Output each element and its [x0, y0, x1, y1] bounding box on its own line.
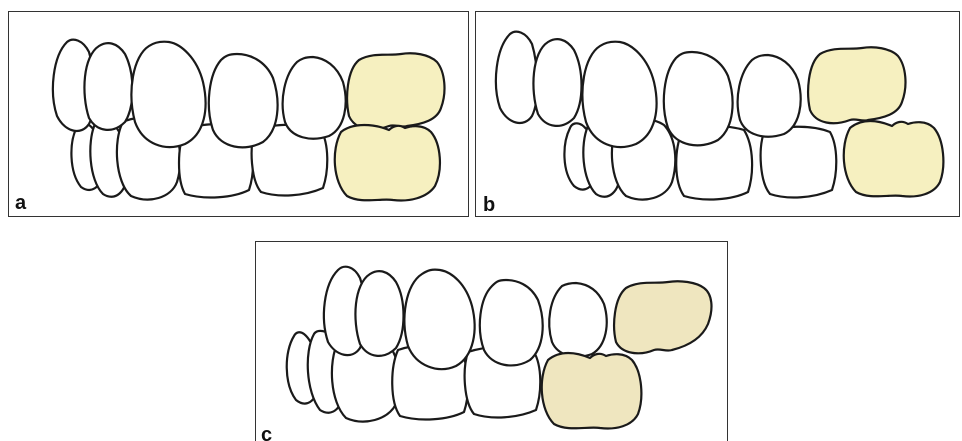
- upper-tooth-1: [496, 32, 537, 123]
- upper-tooth-2: [84, 43, 132, 130]
- panel-a: a: [8, 11, 469, 217]
- panel-label-c: c: [261, 425, 272, 441]
- panel-b: b: [475, 11, 960, 217]
- highlighted-lower-tooth-a: [335, 125, 440, 200]
- panel-c: c: [255, 241, 728, 441]
- panel-label-a: a: [15, 193, 26, 213]
- panel-label-b: b: [483, 195, 495, 215]
- upper-tooth-5: [283, 57, 346, 139]
- upper-tooth-3: [582, 42, 656, 147]
- upper-tooth-2: [355, 271, 403, 356]
- highlighted-lower-tooth-b: [844, 121, 944, 196]
- upper-tooth-5: [549, 283, 606, 357]
- highlighted-lower-tooth-c: [542, 353, 642, 428]
- upper-tooth-4: [664, 52, 733, 145]
- upper-tooth-3: [404, 270, 474, 369]
- dental-arch-diagram-c: [256, 242, 728, 441]
- highlighted-upper-tooth-b: [808, 47, 905, 123]
- upper-tooth-3: [131, 42, 205, 147]
- dental-arch-diagram-a: [9, 12, 469, 217]
- dental-arch-diagram-b: [476, 12, 960, 217]
- upper-tooth-2: [533, 39, 581, 126]
- highlighted-upper-tooth-c: [614, 281, 711, 353]
- upper-tooth-5: [738, 55, 801, 137]
- highlighted-upper-tooth-a: [347, 53, 444, 129]
- upper-tooth-4: [480, 280, 543, 365]
- upper-tooth-4: [209, 54, 278, 147]
